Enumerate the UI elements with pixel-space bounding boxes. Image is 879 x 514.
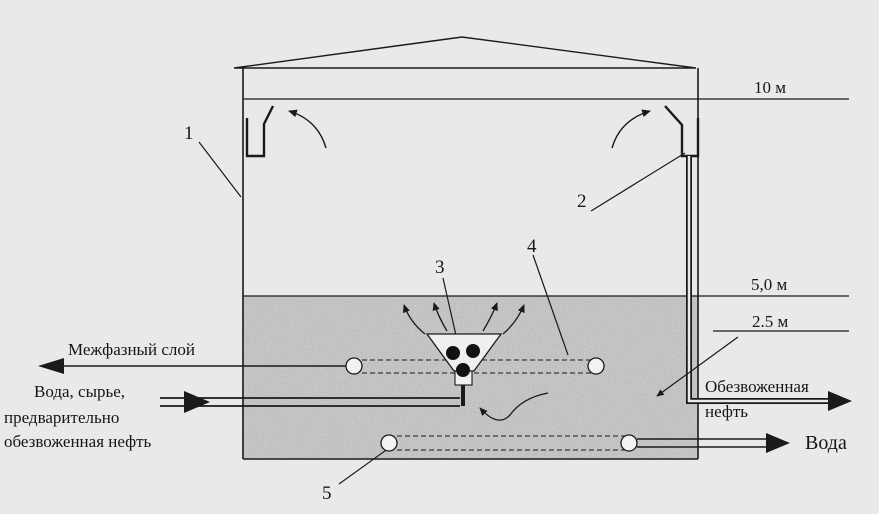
water-outlet-label: Вода — [805, 432, 847, 454]
water-outlet-arrowhead — [766, 433, 790, 453]
oil-outlet-arrowhead — [828, 391, 852, 411]
level-label-10m: 10 м — [754, 78, 787, 97]
inflow-curve-arrow — [479, 392, 549, 421]
dewatered-oil-label-line1: Обезвоженная — [705, 377, 809, 396]
inlet-label-line1: Вода, сырье, — [34, 382, 126, 401]
inlet-label-line2: предварительно — [4, 408, 120, 427]
funnel-arrow-up-right — [482, 302, 498, 332]
oil-pipe-inner — [687, 156, 828, 403]
callout-line-1 — [198, 141, 242, 198]
collector-left-icon — [245, 105, 275, 158]
level-label-2-5m: 2.5 м — [752, 312, 789, 331]
inlet-label-line3: обезвоженная нефть — [4, 432, 152, 451]
funnel-ball-2 — [466, 344, 480, 358]
level-label-5m: 5,0 м — [751, 275, 788, 294]
callout-line-4 — [532, 254, 569, 356]
distributor-end-left — [345, 357, 363, 375]
distributor-end-right — [587, 357, 605, 375]
dewatered-oil-label-line2: нефть — [705, 402, 749, 421]
interphase-layer-label: Межфазный слой — [68, 340, 195, 359]
funnel-ball-3 — [456, 363, 470, 377]
funnel-arrow-up-left — [432, 302, 448, 332]
callout-number-3: 3 — [435, 257, 445, 278]
funnel-ball-1 — [446, 346, 460, 360]
interphase-outlet-arrowhead — [38, 358, 64, 374]
drain-end-left — [380, 434, 398, 452]
callout-line-3 — [442, 277, 458, 341]
funnel-arrow-left — [402, 304, 426, 335]
callout-line-2-5m — [656, 336, 739, 397]
drain-end-right — [620, 434, 638, 452]
callout-number-5: 5 — [322, 483, 332, 504]
callout-number-1: 1 — [184, 123, 194, 144]
callout-number-4: 4 — [527, 236, 537, 257]
flow-arrow-left-top — [288, 109, 327, 149]
collector-right-icon — [664, 105, 700, 158]
funnel-arrow-right — [502, 304, 525, 335]
flow-arrow-right-top — [611, 109, 651, 149]
funnel-distributor — [425, 333, 503, 372]
callout-line-2 — [590, 152, 686, 212]
inlet-arrowhead — [184, 391, 210, 413]
callout-number-2: 2 — [577, 191, 587, 212]
tank-roof — [233, 36, 697, 69]
